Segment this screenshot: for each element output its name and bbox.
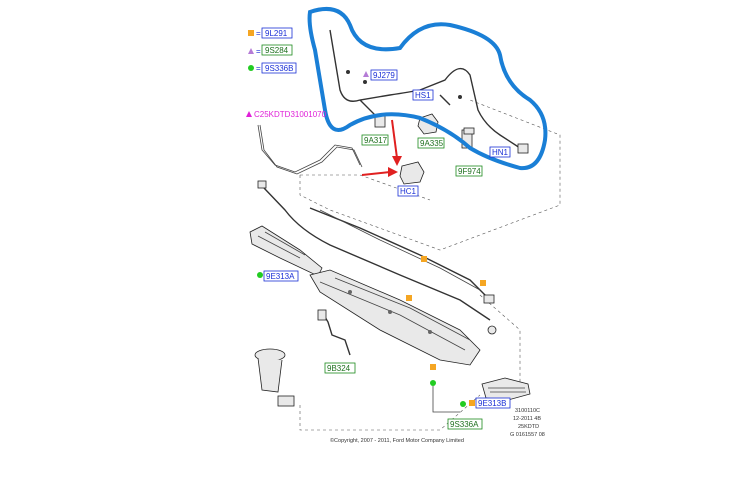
callout-9b324[interactable]: 9B324 xyxy=(327,364,351,373)
copyright-text: ©Copyright, 2007 - 2011, Ford Motor Comp… xyxy=(330,437,464,444)
arrow-right-icon xyxy=(388,167,398,177)
legend-square-icon xyxy=(248,30,254,36)
variant-harness: C25KDTD31001070 xyxy=(246,110,363,175)
washer-pump: 9B324 xyxy=(254,309,356,407)
washer-cables xyxy=(257,180,497,335)
red-arrows xyxy=(361,119,402,177)
callout-9j279[interactable]: 9J279 xyxy=(373,71,395,80)
bracket-9e313b: 9E313B 9S336A xyxy=(430,364,531,430)
arrow-down-icon xyxy=(392,156,402,166)
marker-square-icon xyxy=(430,364,436,370)
ref-line-4: G 0161557 08 xyxy=(510,432,545,438)
callouts-upper: 9J279 HS1 9A317 9A335 9F974 HN1 xyxy=(361,69,511,177)
marker-square-icon xyxy=(480,280,486,286)
svg-text:=: = xyxy=(256,29,261,38)
ref-line-1: 3100110C xyxy=(515,408,540,414)
cowl-panel xyxy=(309,269,481,366)
connector-hn1 xyxy=(517,143,529,154)
marker-circle-icon xyxy=(430,380,436,386)
callout-hs1[interactable]: HS1 xyxy=(415,91,431,100)
callout-hn1[interactable]: HN1 xyxy=(492,148,509,157)
reference-block: 3100110C 12-2011 4B 25KDTD G 0161557 08 xyxy=(510,408,545,438)
legend-code-2[interactable]: 9S284 xyxy=(265,46,289,55)
callout-9f974[interactable]: 9F974 xyxy=(458,167,481,176)
callout-hc1[interactable]: HC1 xyxy=(400,187,417,196)
legend-code-1[interactable]: 9L291 xyxy=(265,29,288,38)
variant-label[interactable]: C25KDTD31001070 xyxy=(254,110,327,119)
ref-line-3: 25KDTD xyxy=(518,424,539,430)
marker-circle-icon xyxy=(257,272,263,278)
legend-triangle-icon xyxy=(248,48,254,54)
marker-square-icon xyxy=(421,256,427,262)
ref-line-2: 12-2011 4B xyxy=(513,416,541,422)
callout-9e313b[interactable]: 9E313B xyxy=(478,399,506,408)
callout-9a317[interactable]: 9A317 xyxy=(364,136,388,145)
highlight-outline xyxy=(307,7,548,171)
marker-square-icon xyxy=(406,295,412,301)
bracket-9e313a: 9E313A xyxy=(249,225,323,282)
legend-circle-icon xyxy=(248,65,254,71)
callout-9a335[interactable]: 9A335 xyxy=(420,139,444,148)
callout-9s336a[interactable]: 9S336A xyxy=(450,420,479,429)
connector-hc1: HC1 xyxy=(397,161,425,197)
legend: = 9L291 = 9S284 = 9S336B xyxy=(248,27,297,74)
legend-code-3[interactable]: 9S336B xyxy=(265,64,293,73)
marker-square-icon xyxy=(469,400,475,406)
svg-text:=: = xyxy=(256,64,261,73)
callout-9e313a[interactable]: 9E313A xyxy=(266,272,295,281)
marker-circle-icon xyxy=(460,401,466,407)
svg-text:=: = xyxy=(256,47,261,56)
